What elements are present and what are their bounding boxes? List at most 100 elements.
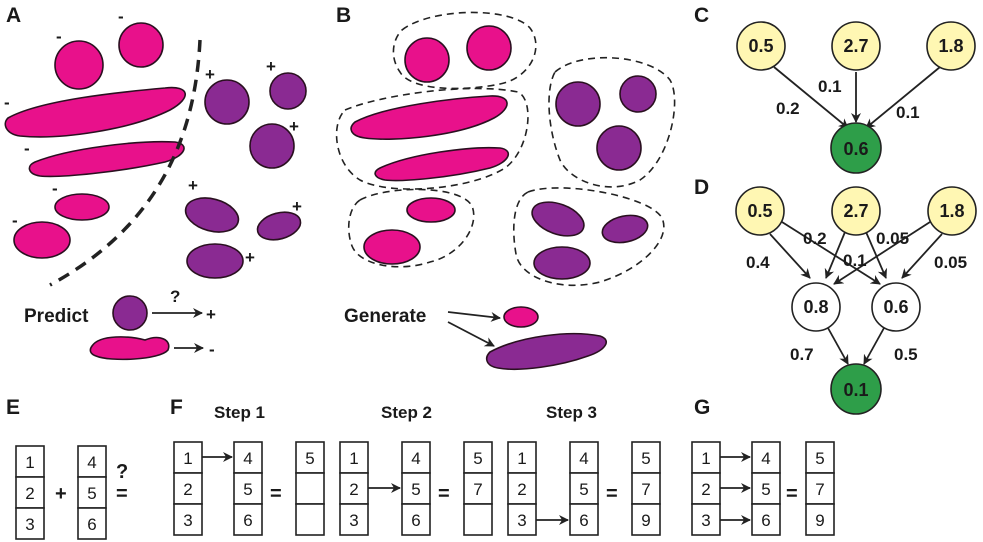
negative-circle-2 xyxy=(118,22,164,68)
f-step1-b: 4 5 6 xyxy=(233,441,263,536)
e-b-2: 6 xyxy=(87,515,96,534)
negative-blob-mid xyxy=(28,140,185,178)
c-output: 0.6 xyxy=(843,139,868,159)
pos-sign: + xyxy=(266,57,276,76)
c-weight-3: 0.1 xyxy=(896,103,920,122)
cluster-outline-4 xyxy=(548,56,676,188)
e-plus: + xyxy=(55,483,67,505)
generate-arrow-1 xyxy=(447,311,501,322)
d-edge-2b xyxy=(865,231,887,279)
cluster5-ellipse-1 xyxy=(531,201,585,237)
predict-question: ? xyxy=(170,287,180,306)
g-a-2: 3 xyxy=(701,511,710,530)
panel-letter-e: E xyxy=(6,396,20,419)
pos-sign: + xyxy=(289,117,299,136)
d-hidden-1: 0.8 xyxy=(803,297,828,317)
c-weight-1: 0.2 xyxy=(776,99,800,118)
cluster5-ellipse-2 xyxy=(601,214,649,244)
d-edge-1a xyxy=(769,233,811,279)
c-input-1: 0.5 xyxy=(748,36,773,56)
pos-sign: + xyxy=(292,197,302,216)
d-edge-out-2 xyxy=(863,327,885,365)
negative-ellipse-2 xyxy=(13,221,71,259)
panel-letter-b: B xyxy=(336,4,351,27)
e-b-1: 5 xyxy=(87,484,96,503)
positive-ellipse-3 xyxy=(186,243,244,279)
panel-letter-a: A xyxy=(6,4,21,27)
pos-sign: + xyxy=(188,176,198,195)
f-step1-r: 5 xyxy=(295,441,325,536)
d-weight-005a: 0.05 xyxy=(876,229,909,248)
g-a-0: 1 xyxy=(701,449,710,468)
d-output-node xyxy=(830,363,882,415)
c-weight-2: 0.1 xyxy=(818,77,842,96)
g-r-0: 5 xyxy=(815,449,824,468)
e-a-1: 2 xyxy=(25,484,34,503)
positive-circle-2 xyxy=(269,72,307,110)
f2-b-2: 6 xyxy=(411,511,420,530)
f1-equals: = xyxy=(270,483,282,505)
d-weight-04: 0.4 xyxy=(746,253,770,272)
negative-circle-1 xyxy=(54,40,104,90)
e-a-2: 3 xyxy=(25,515,34,534)
f2-a-2: 3 xyxy=(349,511,358,530)
f-step3-a: 1 2 3 xyxy=(507,441,537,536)
cluster-outline-2 xyxy=(335,87,529,190)
generate-label: Generate xyxy=(344,306,426,327)
neg-sign: - xyxy=(12,211,18,230)
generated-ellipse xyxy=(503,306,539,328)
f3-r-2: 9 xyxy=(641,511,650,530)
predict-label: Predict xyxy=(24,306,89,327)
d-edge-3a xyxy=(833,221,931,285)
c-input-node-2 xyxy=(831,21,881,71)
panel-letter-f: F xyxy=(170,396,183,419)
d-weight-07: 0.7 xyxy=(790,345,814,364)
f-step2-b: 4 5 6 xyxy=(401,441,431,536)
d-weight-01: 0.1 xyxy=(843,251,867,270)
cluster2-blob-long xyxy=(350,95,508,140)
e-a-0: 1 xyxy=(25,453,34,472)
d-input-node-2 xyxy=(831,186,881,236)
f1-a-1: 2 xyxy=(183,480,192,499)
d-edge-3b xyxy=(901,233,943,279)
pos-sign: + xyxy=(245,248,255,267)
c-edge-1 xyxy=(773,66,849,129)
panel-d: 0.5 2.7 1.8 0.8 0.6 0.1 0.2 0.05 0.1 0.4… xyxy=(735,186,977,415)
cluster4-circle-3 xyxy=(596,125,642,171)
panel-c: 0.5 2.7 1.8 0.6 0.2 0.1 0.1 xyxy=(736,21,976,174)
d-hidden-node-2 xyxy=(871,282,921,332)
f1-r-0: 5 xyxy=(305,449,314,468)
cluster4-circle-2 xyxy=(619,75,657,113)
neg-sign: - xyxy=(4,93,10,112)
f1-b-0: 4 xyxy=(243,449,252,468)
predict-query-blob xyxy=(89,336,170,361)
f3-b-0: 4 xyxy=(579,449,588,468)
cluster-outline-1 xyxy=(392,11,537,90)
f-step3-r: 5 7 9 xyxy=(631,441,661,536)
f2-a-1: 2 xyxy=(349,480,358,499)
cluster1-circle-1 xyxy=(404,37,450,83)
f2-b-1: 5 xyxy=(411,480,420,499)
panel-f: Step 1 Step 2 Step 3 1 2 3 4 5 6 = 5 xyxy=(173,403,661,536)
cluster5-ellipse-3 xyxy=(533,246,591,280)
e-vector-a: 1 2 3 xyxy=(15,445,45,540)
e-equals: = xyxy=(116,483,128,505)
f-step2-a: 1 2 3 xyxy=(339,441,369,536)
cluster-outline-5 xyxy=(512,187,665,286)
f2-a-0: 1 xyxy=(349,449,358,468)
g-vector-b: 4 5 6 xyxy=(751,441,781,536)
d-input-node-3 xyxy=(927,186,977,236)
d-input-3: 1.8 xyxy=(939,201,964,221)
pos-sign: + xyxy=(205,65,215,84)
c-edge-3 xyxy=(865,66,941,129)
g-r-2: 9 xyxy=(815,511,824,530)
panel-letter-c: C xyxy=(694,4,709,27)
neg-sign: - xyxy=(52,179,58,198)
positive-circle-3 xyxy=(249,123,295,169)
d-weight-05: 0.5 xyxy=(894,345,918,364)
f3-r-0: 5 xyxy=(641,449,650,468)
generate-arrow-2 xyxy=(447,321,495,347)
f3-r-1: 7 xyxy=(641,480,650,499)
d-input-node-1 xyxy=(735,186,785,236)
f-step-2: Step 2 xyxy=(381,403,432,422)
